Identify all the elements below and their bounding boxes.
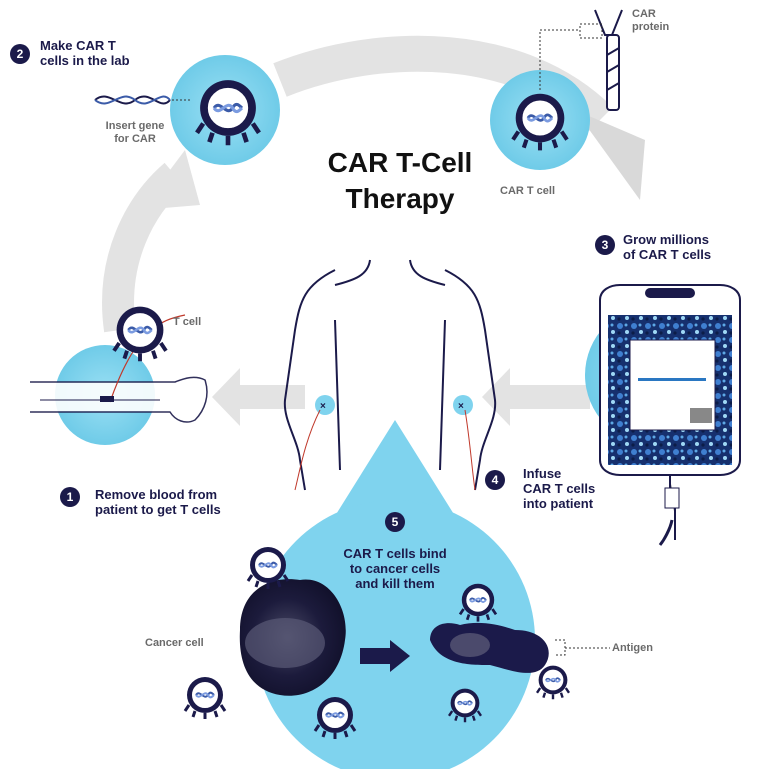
step-4-badge: 4 [485,470,505,490]
step-3-badge: 3 [595,235,615,255]
t-cell-label: T cell [173,316,202,328]
step-5-text: CAR T cells bind to cancer cells and kil… [343,546,447,591]
step-2-badge: 2 [10,44,30,64]
car-protein-label: CAR protein [632,8,670,33]
step-2-text: Make CAR T cells in the lab [40,38,130,68]
car-t-cell-label: CAR T cell [500,185,556,197]
dna-icon [94,95,190,105]
car-protein-icon [579,9,623,111]
insert-gene-label: Insert gene for CAR [105,120,165,145]
diagram-title: CAR T-Cell Therapy [327,147,473,214]
step-1-badge: 1 [60,487,80,507]
step-3-text: Grow millions of CAR T cells [623,232,712,262]
antigen-label: Antigen [612,642,653,654]
step-5-badge: 5 [385,512,405,532]
car-t-cell-circle [490,29,590,170]
lab-cell-circle [170,55,280,165]
blood-draw-illustration [30,304,208,445]
cancer-binding-panel [183,420,610,769]
svg-text:×: × [458,401,464,412]
step-1-text: Remove blood from patient to get T cells [95,487,221,517]
step-4-text: Infuse CAR T cells into patient [523,466,596,511]
iv-bag-illustration [585,284,741,546]
cancer-cell-label: Cancer cell [145,637,204,649]
svg-text:×: × [320,401,326,412]
patient-body-outline: × × [283,259,497,491]
